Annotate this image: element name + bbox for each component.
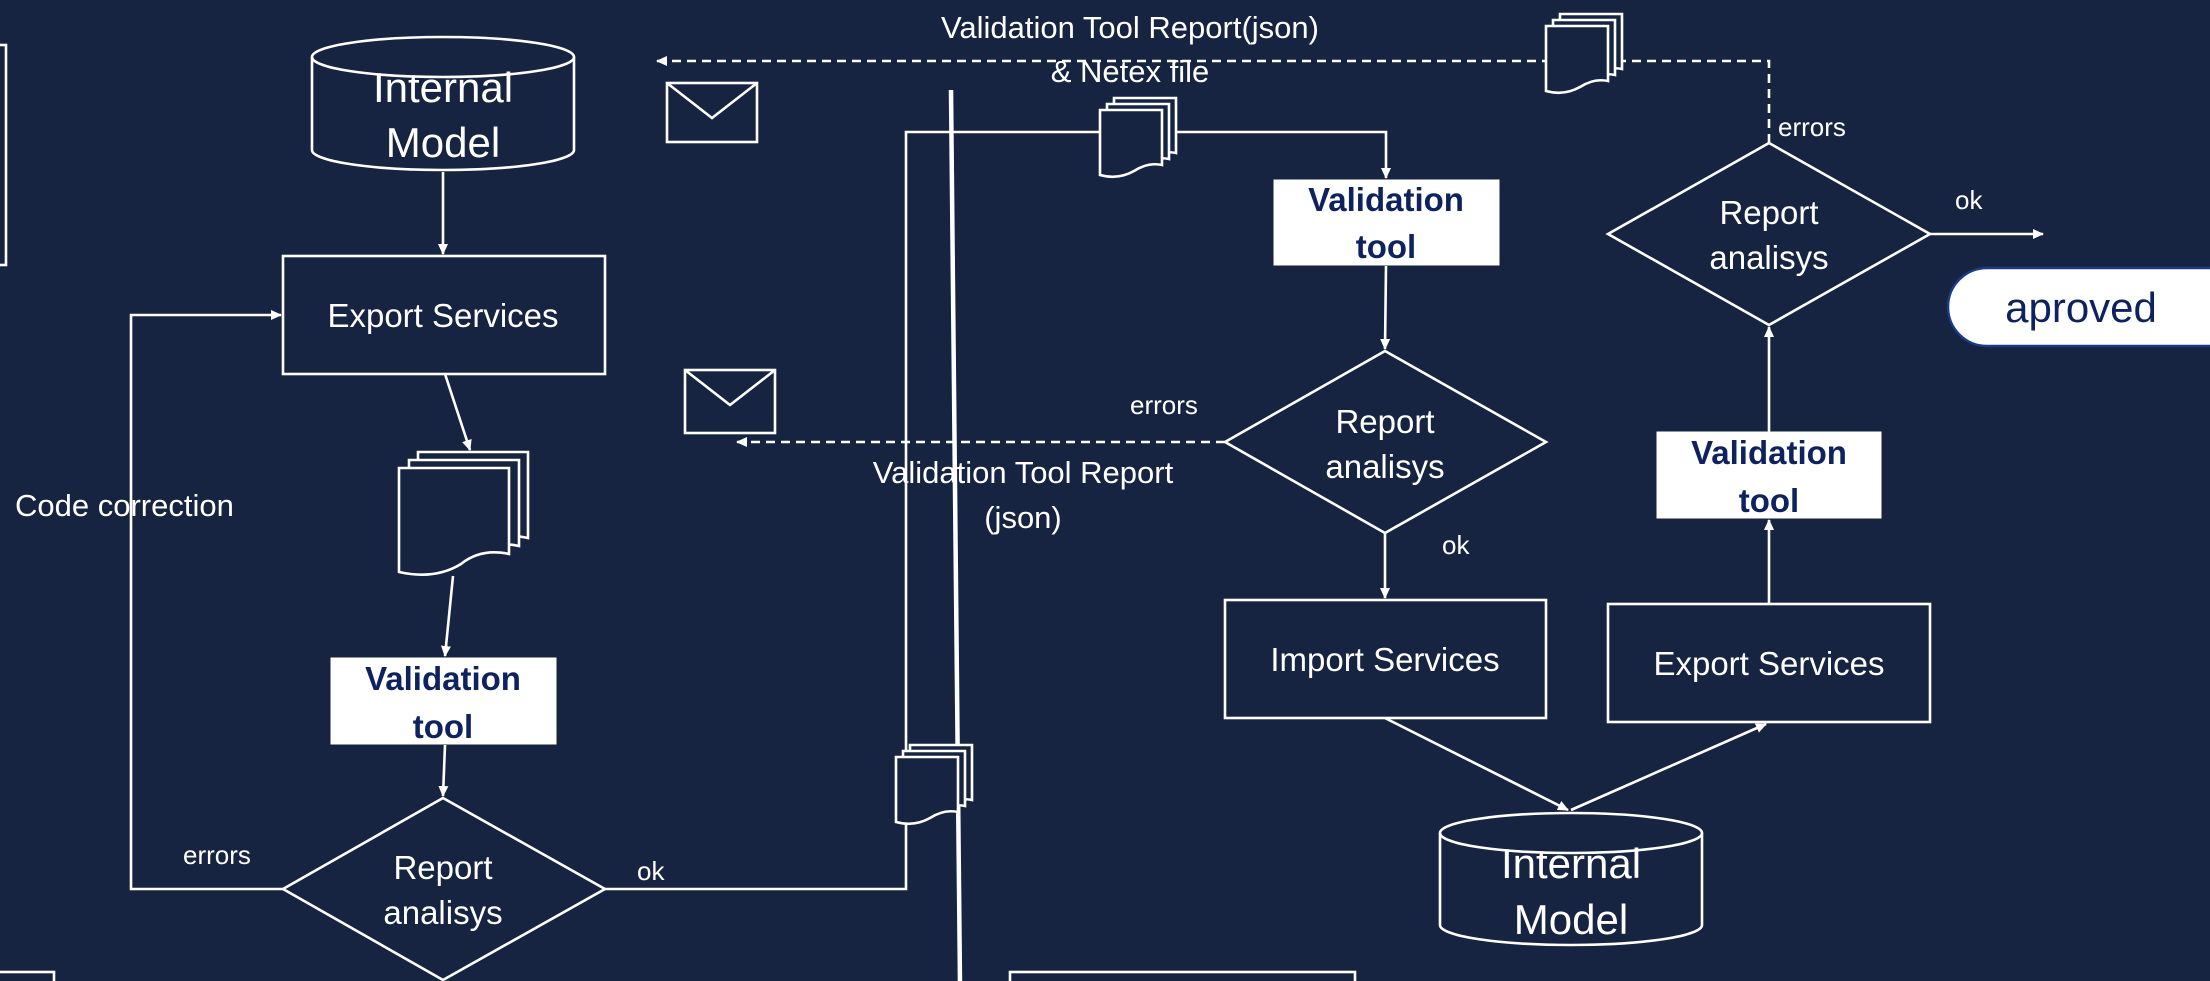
center-internal-model-line2: Model [1514, 896, 1628, 943]
offscreen-box-bottom-left [0, 970, 56, 981]
left-internal-model-line2: Model [386, 119, 500, 166]
right-files-icon [1544, 12, 1624, 95]
center-validation-tool: Validation tool [1273, 179, 1500, 266]
left-export-services: Export Services [281, 254, 607, 376]
right-validation-tool: Validation tool [1656, 431, 1882, 519]
arrow-right-errors-to-mail [656, 56, 1771, 143]
left-report-line2: analisys [383, 894, 502, 931]
left-internal-model-line1: Internal [373, 64, 513, 111]
center-report-line1: Report [1335, 403, 1434, 440]
right-report-decision: Report analisys [1605, 141, 1933, 327]
mid-report-line2: (json) [984, 500, 1062, 535]
arrow-center-tool-to-report [1380, 265, 1391, 350]
arrow-import-to-model [1384, 716, 1569, 812]
right-export-services: Export Services [1606, 602, 1932, 724]
mail-icon-top [665, 81, 759, 144]
mid-report-line1: Validation Tool Report [873, 455, 1174, 490]
middle-files-icon-upper [1098, 96, 1178, 179]
left-validation-tool-line2: tool [413, 708, 473, 745]
right-validation-tool-line2: tool [1739, 482, 1799, 519]
center-report-line2: analisys [1325, 448, 1444, 485]
code-correction-label: Code correction [15, 488, 234, 523]
center-internal-model-line1: Internal [1501, 840, 1641, 887]
right-report-line2: analisys [1709, 239, 1828, 276]
left-internal-model: Internal Model [310, 35, 576, 172]
center-ok-label: ok [1442, 530, 1470, 560]
left-report-decision: Report analisys [280, 796, 608, 981]
center-validation-tool-line1: Validation [1308, 181, 1464, 218]
right-ok-label: ok [1955, 185, 1983, 215]
right-export-services-label: Export Services [1653, 645, 1884, 682]
right-errors-label: errors [1778, 112, 1846, 142]
arrow-model-to-export [1570, 722, 1767, 812]
left-report-line1: Report [393, 849, 492, 886]
left-export-services-label: Export Services [327, 297, 558, 334]
left-validation-tool-line1: Validation [365, 660, 521, 697]
offscreen-box-left [0, 43, 8, 267]
center-internal-model: Internal Model [1438, 811, 1704, 947]
middle-files-icon-lower [894, 743, 974, 826]
top-report-line2: & Netex file [1051, 54, 1210, 89]
right-report-line1: Report [1719, 194, 1818, 231]
arrow-left-tool-to-report [438, 744, 449, 797]
right-validation-tool-line1: Validation [1691, 434, 1847, 471]
center-errors-label: errors [1130, 390, 1198, 420]
approved-badge: aproved [1946, 266, 2210, 348]
top-report-line1: Validation Tool Report(json) [941, 10, 1319, 45]
arrow-code-correction-loop [129, 310, 283, 891]
left-errors-label: errors [183, 840, 251, 870]
timeline-divider [948, 89, 963, 981]
center-report-decision: Report analisys [1222, 349, 1549, 535]
left-files-icon [397, 450, 530, 576]
import-services: Import Services [1223, 598, 1548, 720]
approved-label: aproved [2005, 284, 2157, 331]
offscreen-box-bottom-center [1008, 970, 1357, 981]
mail-icon-middle [683, 368, 777, 435]
import-services-label: Import Services [1270, 641, 1499, 678]
line-left-ok-to-center [605, 130, 1391, 891]
arrow-left-export-to-files [443, 373, 472, 451]
arrow-left-files-to-tool [441, 575, 455, 657]
left-validation-tool: Validation tool [330, 657, 557, 745]
center-validation-tool-line2: tool [1356, 228, 1416, 265]
left-ok-label: ok [637, 856, 665, 886]
